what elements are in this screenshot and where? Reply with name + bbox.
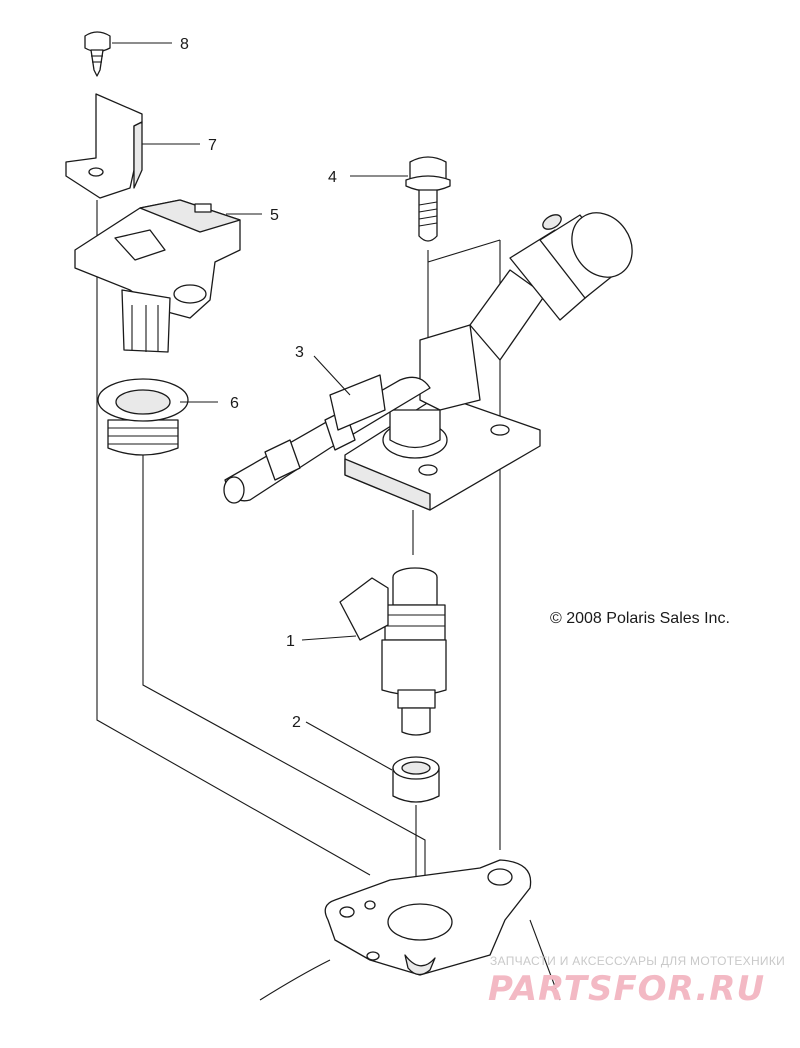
throttle-body-part bbox=[259, 859, 561, 1001]
watermark-subtitle: ЗАПЧАСТИ И АКСЕССУАРЫ ДЛЯ МОТОТЕХНИКИ bbox=[490, 954, 785, 968]
bracket-part bbox=[65, 93, 143, 199]
callout-3: 3 bbox=[295, 344, 304, 361]
watermark-logo: ЗАПЧАСТИ И АКСЕССУАРЫ ДЛЯ МОТОТЕХНИКИ PA… bbox=[488, 954, 785, 1009]
callout-6: 6 bbox=[230, 395, 239, 412]
callout-labels: 8 7 5 4 3 6 1 2 bbox=[180, 36, 337, 731]
bolt-part bbox=[405, 156, 451, 242]
callout-5: 5 bbox=[270, 207, 279, 224]
screw-part bbox=[84, 31, 111, 77]
callout-7: 7 bbox=[208, 137, 217, 154]
plug-part bbox=[97, 378, 189, 456]
fuel-rail-part bbox=[223, 212, 633, 511]
watermark-logo-text: PARTSFOR.RU bbox=[488, 969, 765, 1009]
callout-8: 8 bbox=[180, 36, 189, 53]
callout-2: 2 bbox=[292, 714, 301, 731]
callout-4: 4 bbox=[328, 169, 337, 186]
sensor-part bbox=[74, 199, 241, 353]
seal-part bbox=[392, 756, 440, 803]
leader-lines bbox=[112, 42, 408, 771]
injector-part bbox=[339, 567, 447, 736]
callout-1: 1 bbox=[286, 633, 295, 650]
copyright-text: © 2008 Polaris Sales Inc. bbox=[550, 610, 730, 627]
